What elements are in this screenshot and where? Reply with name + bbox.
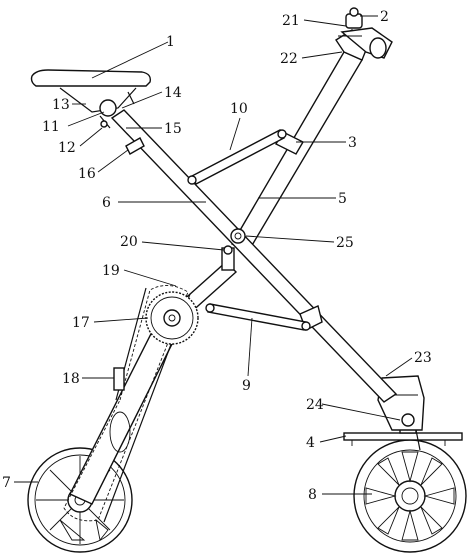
label-25: 25 xyxy=(336,235,354,251)
label-9: 9 xyxy=(242,378,251,394)
chain-tensioner xyxy=(113,367,125,391)
label-24: 24 xyxy=(306,397,324,413)
label-2: 2 xyxy=(380,9,389,25)
label-3: 3 xyxy=(348,135,357,151)
handlebar-head xyxy=(338,7,393,59)
label-20: 20 xyxy=(120,234,138,250)
label-13: 13 xyxy=(52,97,70,113)
label-22: 22 xyxy=(280,51,298,67)
label-6: 6 xyxy=(102,195,111,211)
label-5: 5 xyxy=(338,191,347,207)
label-11: 11 xyxy=(42,119,60,135)
rear-wheel xyxy=(27,447,133,553)
label-19: 19 xyxy=(102,263,120,279)
label-10: 10 xyxy=(230,101,248,117)
label-12: 12 xyxy=(58,140,76,156)
label-15: 15 xyxy=(164,121,182,137)
front-wheel xyxy=(353,439,467,553)
label-7: 7 xyxy=(2,475,11,491)
link-rod-lower xyxy=(205,303,311,331)
reference-numerals: 1 2 3 4 5 6 7 8 9 10 11 12 13 14 15 16 1… xyxy=(2,9,432,503)
label-17: 17 xyxy=(72,315,90,331)
label-4: 4 xyxy=(306,435,315,451)
label-21: 21 xyxy=(282,13,300,29)
leader-lines xyxy=(14,15,413,495)
label-23: 23 xyxy=(414,350,432,366)
label-1: 1 xyxy=(166,34,175,50)
link-rod-upper xyxy=(187,129,287,185)
steering-column xyxy=(231,29,367,253)
label-16: 16 xyxy=(78,166,96,182)
seat-assembly xyxy=(30,69,152,129)
label-8: 8 xyxy=(308,487,317,503)
label-18: 18 xyxy=(62,371,80,387)
label-14: 14 xyxy=(164,85,182,101)
